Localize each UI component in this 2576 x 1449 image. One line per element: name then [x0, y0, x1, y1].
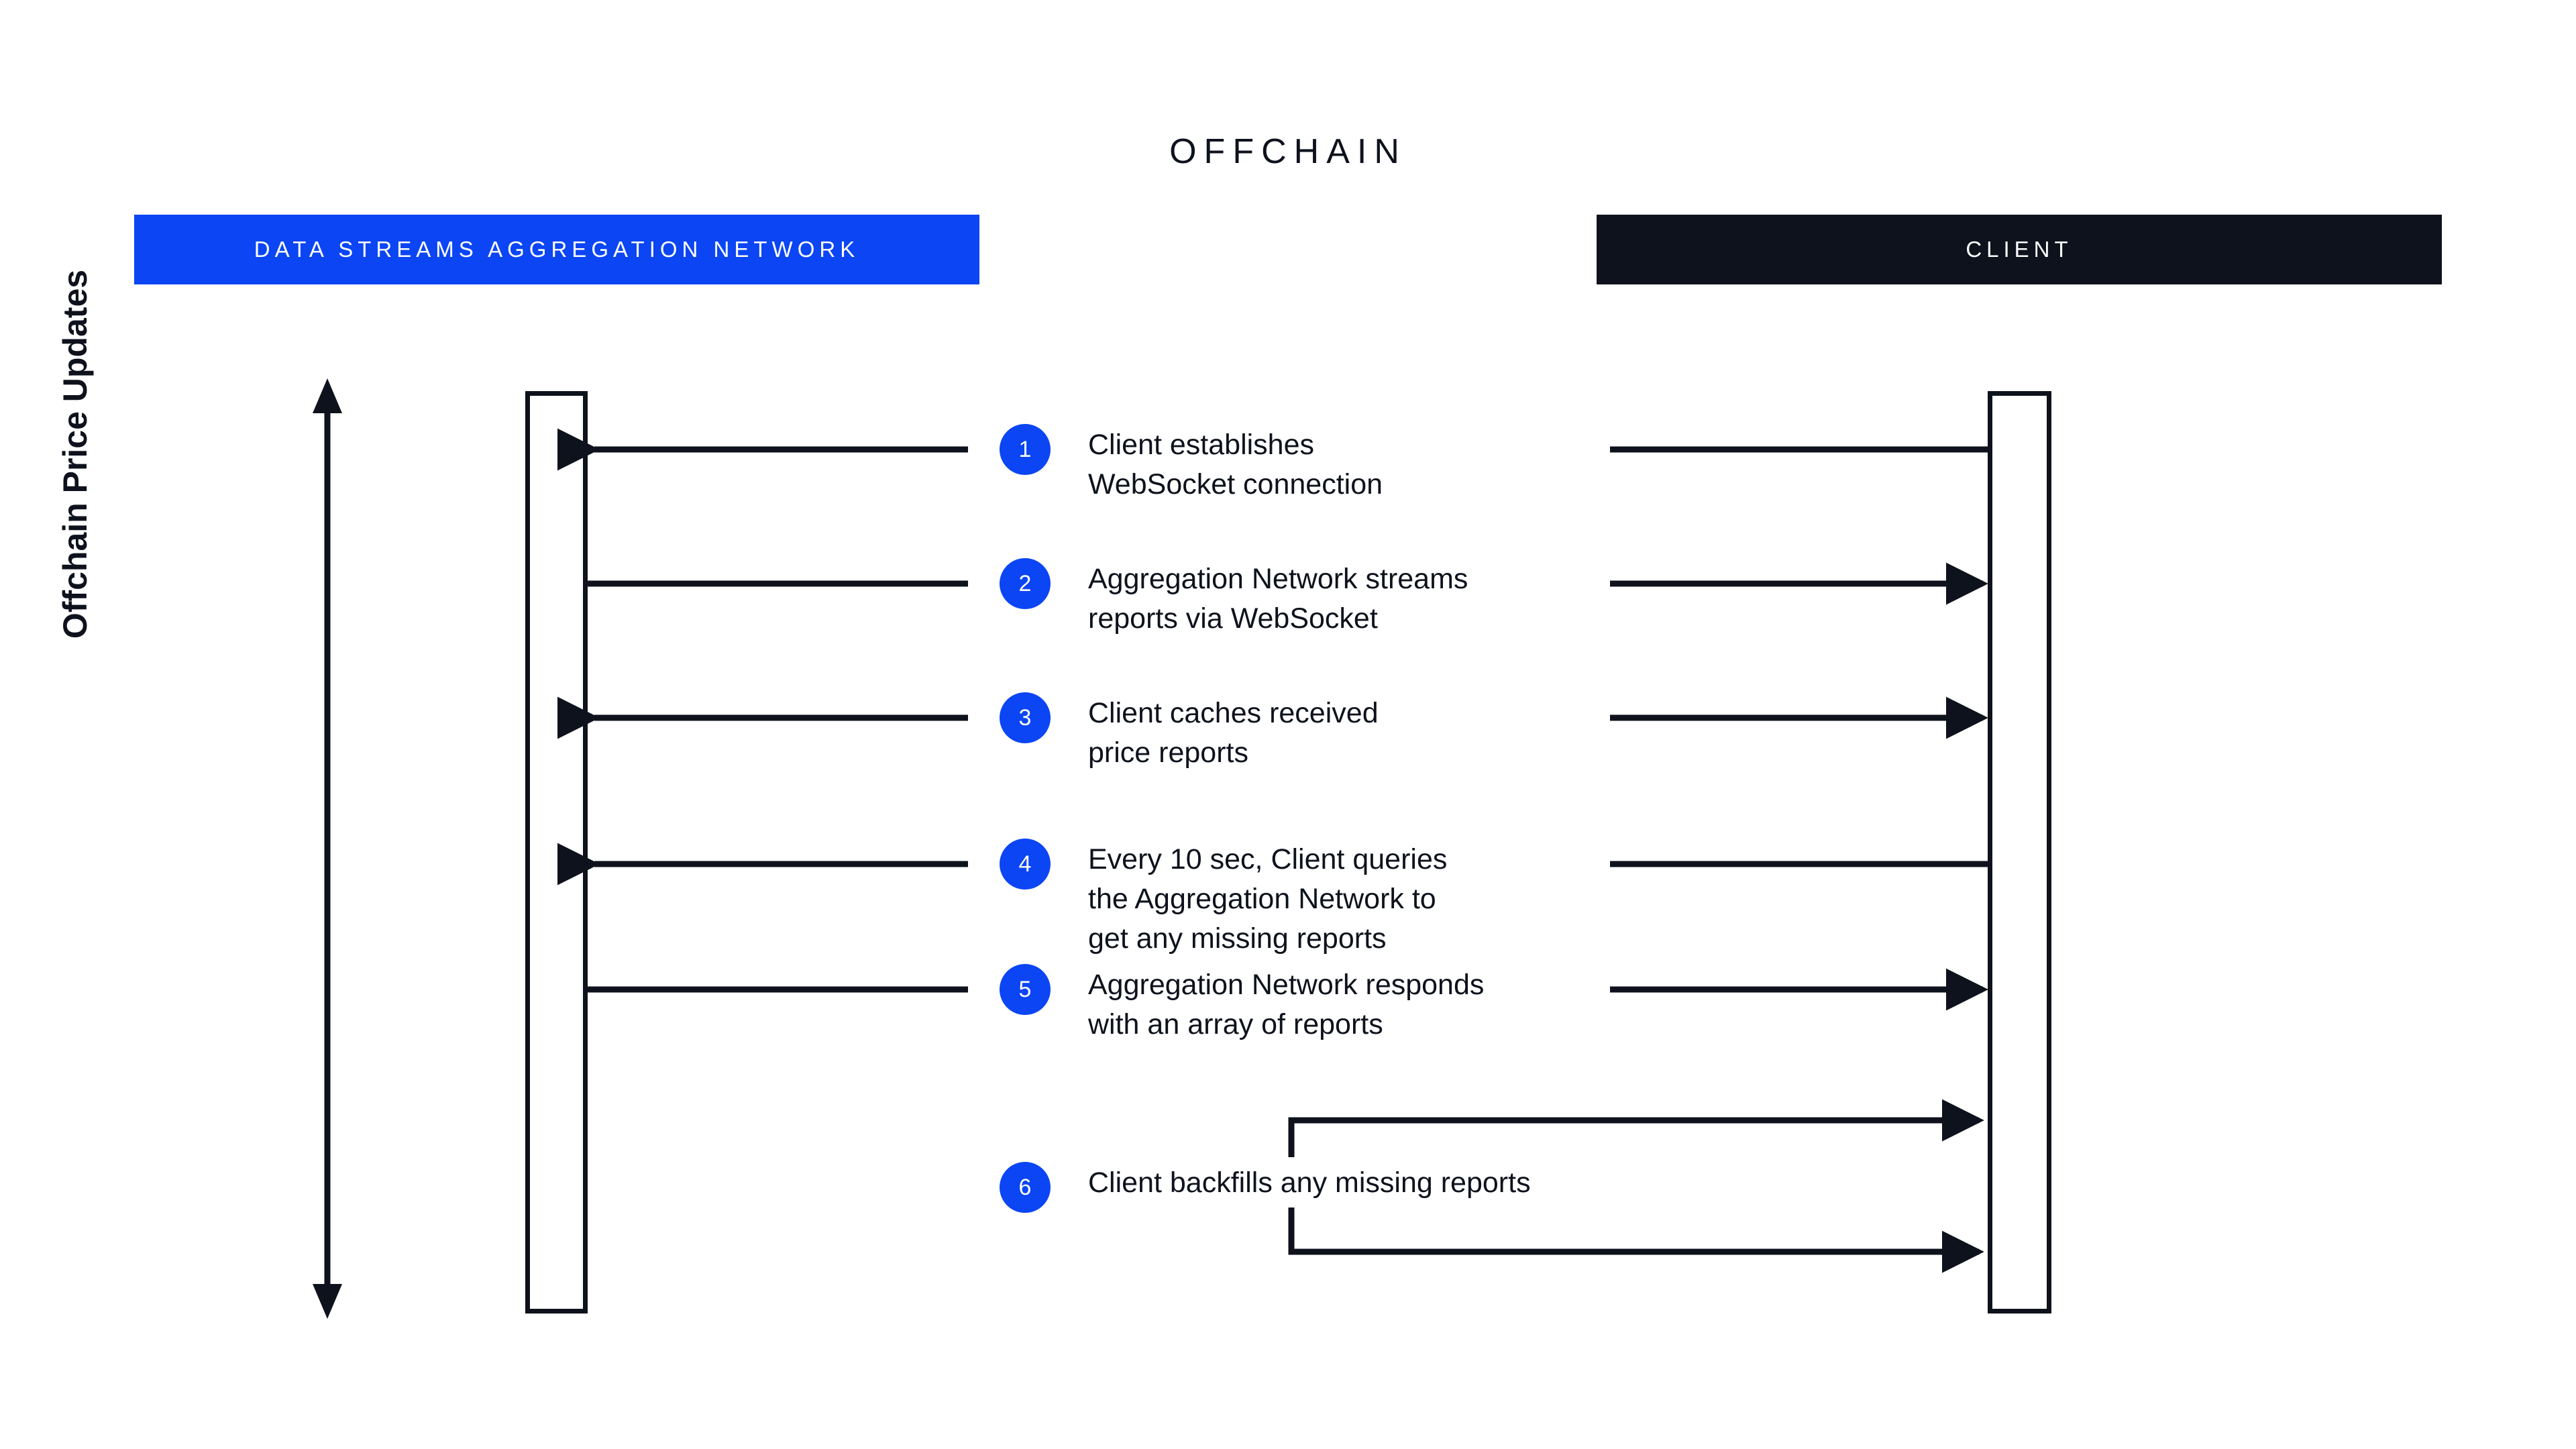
step-badge-6: 6 — [1000, 1162, 1051, 1213]
time-axis-label: Offchain Price Updates — [56, 269, 94, 639]
step-item-4: 4 Every 10 sec, Client queries the Aggre… — [1000, 839, 1447, 959]
step-badge-2: 2 — [1000, 558, 1051, 609]
step-label-2: Aggregation Network streams reports via … — [1088, 563, 1468, 635]
step-item-6: 6 Client backfills any missing reports — [1000, 1162, 1531, 1213]
step-item-2: 2 Aggregation Network streams reports vi… — [1000, 558, 1468, 639]
step-badge-1: 1 — [1000, 424, 1051, 475]
step-badge-5: 5 — [1000, 964, 1051, 1015]
lane-header-aggregation-network: DATA STREAMS AGGREGATION NETWORK — [134, 215, 979, 284]
step-badge-3: 3 — [1000, 692, 1051, 743]
time-axis-arrow-icon — [313, 378, 342, 1319]
step-label-5: Aggregation Network responds with an arr… — [1088, 969, 1485, 1040]
message-arrow-step-6-lower — [1288, 1208, 1984, 1273]
time-axis — [309, 376, 346, 1322]
step-item-1: 1 Client establishes WebSocket connectio… — [1000, 424, 1383, 504]
lifeline-aggregation-network — [525, 391, 588, 1313]
step-label-3: Client caches received price reports — [1088, 697, 1379, 769]
lane-header-client: CLIENT — [1597, 215, 2442, 284]
step-label-1: Client establishes WebSocket connection — [1088, 429, 1383, 500]
step-item-3: 3 Client caches received price reports — [1000, 692, 1379, 773]
step-item-5: 5 Aggregation Network responds with an a… — [1000, 964, 1484, 1044]
lifeline-client — [1988, 391, 2051, 1313]
page-title: OFFCHAIN — [1169, 132, 1407, 171]
step-label-6: Client backfills any missing reports — [1088, 1167, 1531, 1199]
message-arrow-step-6-upper — [1288, 1099, 1984, 1157]
step-badge-4: 4 — [1000, 839, 1051, 890]
step-label-4: Every 10 sec, Client queries the Aggrega… — [1088, 843, 1448, 955]
